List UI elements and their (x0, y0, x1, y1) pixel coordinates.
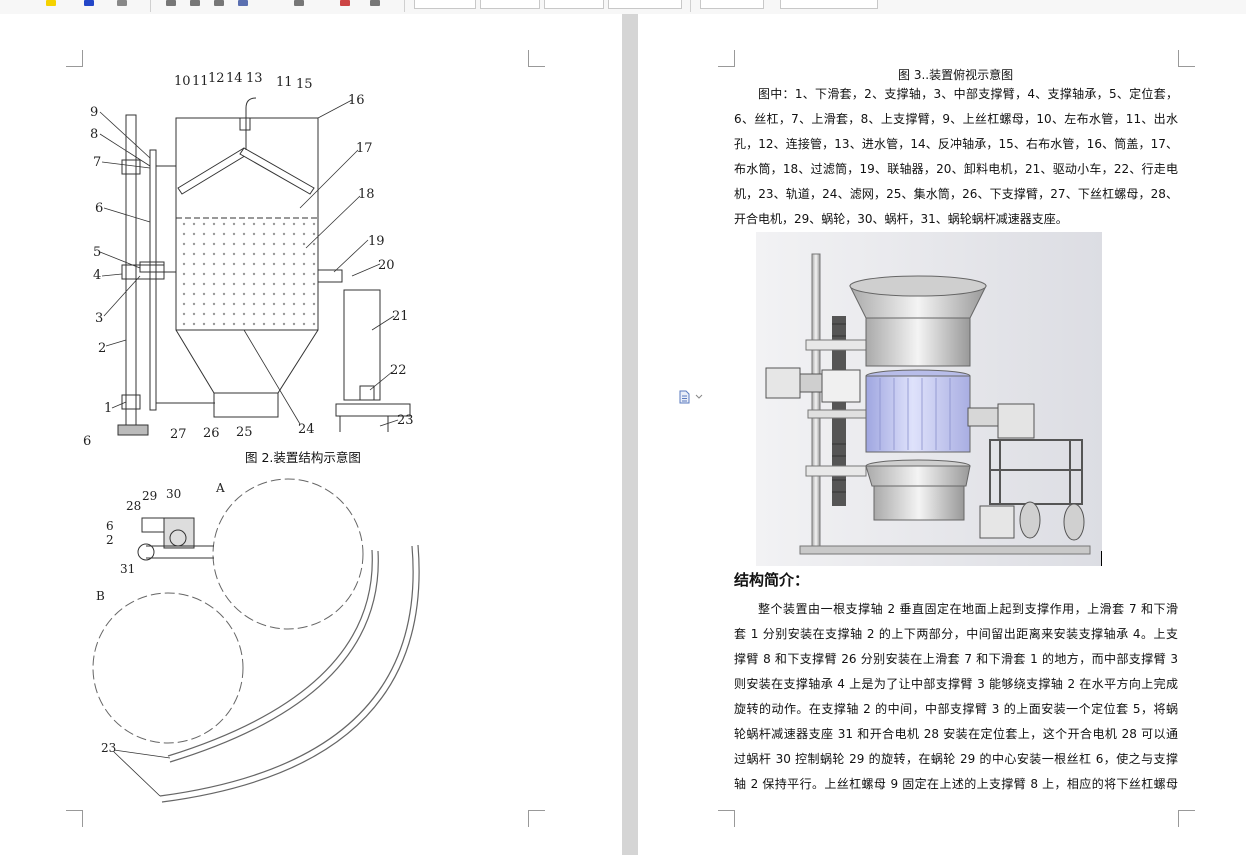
align-left-icon[interactable] (166, 0, 176, 6)
svg-text:23: 23 (397, 413, 414, 428)
body-line: 轴 2 保持平行。上丝杠螺母 9 固定在上述的上支撑臂 8 上，相应的将下丝杠螺… (734, 777, 1178, 791)
align-right-icon[interactable] (214, 0, 224, 6)
svg-text:26: 26 (203, 426, 220, 441)
crop-mark (1178, 810, 1195, 827)
section-heading: 结构简介： (734, 571, 810, 589)
svg-text:27: 27 (170, 427, 187, 442)
body-line: 则安装在支撑轴承 4 上是为了让中部支撑臂 3 能够绕支撑轴 2 在水平方向上完… (734, 677, 1178, 691)
legend-line: 孔，12、连接管，13、进水管，14、反冲轴承，15、右布水管，16、筒盖，17… (734, 137, 1178, 151)
svg-text:A: A (215, 481, 225, 495)
toolbar-separator (150, 0, 151, 12)
border-icon[interactable] (340, 0, 350, 6)
page-gutter (622, 14, 638, 855)
document-icon[interactable] (677, 390, 691, 404)
find-replace-button[interactable] (780, 0, 878, 9)
svg-text:7: 7 (93, 155, 101, 170)
svg-text:14: 14 (226, 71, 243, 86)
toolbar-separator (404, 0, 405, 12)
body-line: 撑臂 8 和下支撑臂 26 分别安装在上滑套 7 和下滑套 1 的地方，而中部支… (734, 652, 1178, 666)
body-line: 整个装置由一根支撑轴 2 垂直固定在地面上起到支撑作用，上滑套 7 和下滑 (758, 602, 1178, 616)
svg-text:17: 17 (356, 141, 373, 156)
body-line: 轮蜗杆减速器支座 31 和开合电机 28 安装在定位套上，这个开合电机 28 可… (734, 727, 1178, 741)
svg-text:15: 15 (296, 77, 313, 92)
svg-text:16: 16 (348, 93, 365, 108)
body-line: 过蜗杆 30 控制蜗轮 29 的旋转，在蜗轮 29 的中心安装一根丝杠 6，使之… (734, 752, 1178, 766)
highlight-icon[interactable] (46, 0, 56, 6)
legend-line: 开合电机，29、蜗轮，30、蜗杆，31、蜗轮蜗杆减速器支座。 (734, 212, 1068, 226)
svg-text:6: 6 (106, 519, 114, 533)
figure-3-top-view-drawing: A B 29 30 28 6 2 31 23 (92, 478, 420, 803)
svg-text:3: 3 (95, 311, 103, 326)
text-cursor (1101, 551, 1102, 566)
svg-text:11: 11 (192, 74, 209, 89)
svg-text:12: 12 (208, 71, 225, 86)
svg-text:2: 2 (98, 341, 106, 356)
font-color-icon[interactable] (84, 0, 94, 6)
format-icon[interactable] (117, 0, 127, 6)
crop-mark (1178, 50, 1195, 67)
svg-text:19: 19 (368, 234, 385, 249)
svg-text:11: 11 (276, 75, 293, 90)
body-line: 旋转的动作。在支撑轴 2 的中间，中部支撑臂 3 的上面安装一个定位套 5，将蜗 (734, 702, 1178, 716)
svg-text:25: 25 (236, 425, 253, 440)
svg-text:4: 4 (93, 268, 101, 283)
svg-text:5: 5 (93, 245, 101, 260)
crop-mark (528, 50, 545, 67)
legend-line: 图中：1、下滑套，2、支撑轴，3、中部支撑臂，4、支撑轴承，5、定位套， (758, 87, 1178, 101)
svg-text:9: 9 (90, 105, 98, 120)
legend-line: 6、丝杠，7、上滑套，8、上支撑臂，9、上丝杠螺母，10、左布水管，11、出水 (734, 112, 1178, 126)
svg-text:6: 6 (83, 434, 91, 449)
svg-text:10: 10 (174, 74, 191, 89)
figure-3-caption: 图 3..装置俯视示意图 (898, 68, 1014, 82)
svg-text:6: 6 (95, 201, 103, 216)
crop-mark (528, 810, 545, 827)
style-heading3-button[interactable] (608, 0, 682, 9)
crop-mark (718, 810, 735, 827)
chevron-down-icon[interactable] (695, 394, 703, 400)
align-center-icon[interactable] (190, 0, 200, 6)
toolbar (0, 0, 1246, 15)
svg-text:B: B (96, 589, 105, 603)
legend-line: 机，23、轨道，24、滤网，25、集水筒，26、下支撑臂，27、下丝杠螺母，28… (734, 187, 1178, 201)
shading-icon[interactable] (370, 0, 380, 6)
line-spacing-icon[interactable] (294, 0, 304, 6)
style-heading1-button[interactable] (480, 0, 540, 9)
device-3d-rendering[interactable] (756, 232, 1102, 566)
svg-text:22: 22 (390, 363, 407, 378)
figure-2-caption: 图 2.装置结构示意图 (245, 450, 361, 465)
svg-text:23: 23 (101, 741, 116, 755)
justify-icon[interactable] (238, 0, 248, 6)
svg-text:29: 29 (142, 489, 157, 503)
crop-mark (66, 50, 83, 67)
toolbar-separator (690, 0, 691, 12)
style-normal-button[interactable] (414, 0, 476, 9)
crop-mark (66, 810, 83, 827)
svg-text:13: 13 (246, 71, 263, 86)
svg-text:30: 30 (166, 487, 181, 501)
svg-text:18: 18 (358, 187, 375, 202)
svg-text:1: 1 (104, 401, 112, 416)
style-heading2-button[interactable] (544, 0, 604, 9)
crop-mark (718, 50, 735, 67)
svg-text:2: 2 (106, 533, 114, 547)
svg-text:20: 20 (378, 258, 395, 273)
svg-text:24: 24 (298, 422, 315, 437)
page-left (0, 14, 622, 855)
text-tools-button[interactable] (700, 0, 764, 9)
svg-text:28: 28 (126, 499, 141, 513)
svg-text:8: 8 (90, 127, 98, 142)
svg-text:31: 31 (120, 562, 135, 576)
body-line: 套 1 分别安装在支撑轴 2 的上下两部分，中间留出距离来安装支撑轴承 4。上支 (734, 627, 1178, 641)
legend-line: 布水筒，18、过滤筒，19、联轴器，20、卸料电机，21、驱动小车，22、行走电 (734, 162, 1178, 176)
svg-text:21: 21 (392, 309, 409, 324)
